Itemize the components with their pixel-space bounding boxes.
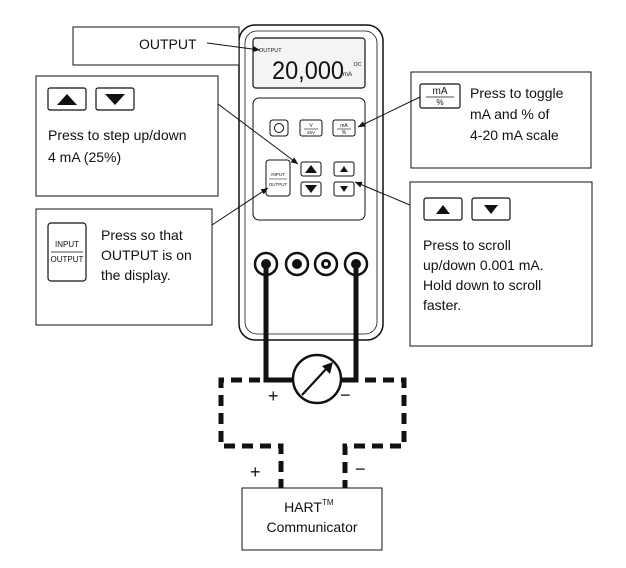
svg-text:%: %	[342, 130, 347, 136]
svg-text:%: %	[436, 98, 443, 107]
step-callout: Press to step up/down 4 mA (25%)	[35, 75, 299, 197]
toggle-callout-line3: 4-20 mA scale	[470, 127, 559, 143]
scroll-down-key[interactable]	[333, 181, 355, 197]
power-key[interactable]	[269, 119, 289, 137]
down-arrow-icon	[340, 186, 348, 192]
voltage-key[interactable]: V 25V	[299, 119, 323, 137]
step-callout-line1: Press to step up/down	[48, 127, 187, 143]
up-arrow-icon	[57, 94, 77, 105]
display-dc: DC	[354, 62, 362, 68]
terminal-jacks	[253, 251, 369, 277]
plus-lower-label: +	[250, 462, 261, 482]
step-up-key-illustration	[47, 87, 87, 111]
svg-text:INPUT: INPUT	[55, 240, 79, 249]
svg-text:V: V	[309, 123, 313, 129]
svg-text:25V: 25V	[307, 130, 315, 135]
down-arrow-icon	[105, 94, 125, 105]
plus-upper-label: +	[268, 386, 279, 406]
scroll-callout-line4: faster.	[423, 297, 461, 313]
toggle-callout-line2: mA and % of	[470, 106, 549, 122]
step-down-key[interactable]	[300, 181, 322, 197]
input-output-callout-line3: the display.	[101, 267, 171, 283]
meter-dial-icon	[291, 353, 343, 405]
step-up-key[interactable]	[300, 161, 322, 177]
hart-communicator: HART TM Communicator	[241, 487, 383, 551]
output-callout-label: OUTPUT	[139, 36, 197, 52]
display-unit: mA	[343, 72, 352, 78]
power-icon	[274, 123, 284, 133]
display-reading: 20,000	[272, 57, 344, 85]
input-output-callout-line1: Press so that	[101, 227, 183, 243]
keypad-panel	[252, 97, 366, 221]
ma-percent-key[interactable]: mA %	[332, 119, 356, 137]
toggle-callout: mA % Press to toggle mA and % of 4-20 mA…	[357, 71, 592, 169]
scroll-callout: Press to scroll up/down 0.001 mA. Hold d…	[354, 181, 593, 347]
down-arrow-icon	[484, 205, 498, 214]
up-arrow-icon	[436, 205, 450, 214]
step-down-key-illustration	[95, 87, 135, 111]
scroll-up-key-illustration	[423, 197, 463, 221]
output-callout: OUTPUT	[72, 26, 261, 66]
scroll-callout-line1: Press to scroll	[423, 237, 511, 253]
input-output-callout-line2: OUTPUT is on	[101, 247, 192, 263]
down-arrow-icon	[305, 185, 317, 193]
svg-text:OUTPUT: OUTPUT	[51, 255, 84, 264]
svg-text:mA: mA	[433, 86, 448, 97]
svg-text:INPUT: INPUT	[271, 172, 285, 177]
scroll-up-key[interactable]	[333, 161, 355, 177]
input-output-key-illustration: INPUT OUTPUT	[47, 222, 87, 282]
scroll-callout-line2: up/down 0.001 mA.	[423, 257, 544, 273]
step-callout-line2: 4 mA (25%)	[48, 149, 121, 165]
input-output-key[interactable]: INPUT OUTPUT	[265, 159, 291, 197]
lcd-display	[252, 37, 366, 89]
toggle-callout-line1: Press to toggle	[470, 85, 564, 101]
hart-name: HART	[284, 499, 322, 515]
scroll-callout-line3: Hold down to scroll	[423, 277, 541, 293]
svg-text:OUTPUT: OUTPUT	[269, 182, 288, 187]
input-output-callout: INPUT OUTPUT Press so that OUTPUT is on …	[35, 187, 269, 326]
display-output-tag: OUTPUT	[259, 48, 282, 54]
minus-lower-label: −	[355, 459, 366, 479]
ma-percent-key-illustration: mA %	[419, 83, 461, 109]
scroll-down-key-illustration	[471, 197, 511, 221]
calibrator-meter: OUTPUT 20,000 mA DC V 25V mA % INPUT	[238, 24, 384, 341]
up-arrow-icon	[305, 165, 317, 173]
hart-line2: Communicator	[266, 519, 357, 535]
wiring: + − + −	[218, 264, 407, 488]
up-arrow-icon	[340, 166, 348, 172]
hart-trademark: TM	[322, 498, 334, 507]
minus-upper-label: −	[340, 385, 351, 405]
svg-text:mA: mA	[340, 123, 348, 129]
